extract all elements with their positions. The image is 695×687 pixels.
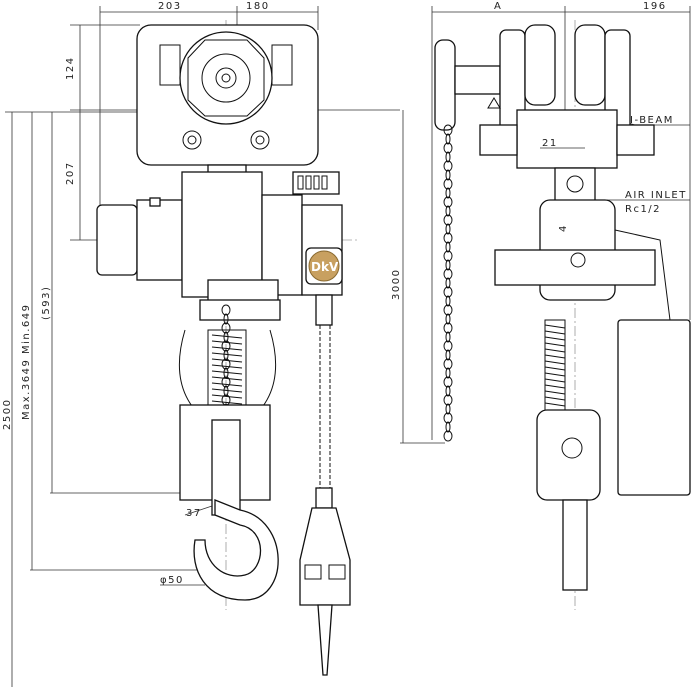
spring-coil bbox=[544, 348, 566, 353]
chain-link bbox=[443, 196, 453, 208]
chain-link bbox=[445, 367, 451, 379]
chain-link bbox=[445, 151, 451, 163]
spring-coil bbox=[544, 324, 566, 329]
dim-3000: 3000 bbox=[391, 269, 402, 300]
spring-coil bbox=[211, 394, 243, 399]
chain-link bbox=[445, 403, 451, 415]
spring-coil bbox=[211, 358, 243, 363]
chain-link bbox=[443, 214, 453, 226]
chain-link bbox=[443, 340, 453, 352]
spring-coil bbox=[211, 370, 243, 375]
i-beam-label: I-BEAM bbox=[630, 115, 674, 126]
dim-124: 124 bbox=[65, 56, 76, 80]
dim-a: A bbox=[494, 1, 502, 12]
spring-coil bbox=[544, 342, 566, 347]
chain-link bbox=[443, 394, 453, 406]
spring-coil bbox=[211, 334, 243, 339]
chain-link bbox=[443, 232, 453, 244]
chain-link bbox=[445, 133, 451, 145]
chain-link bbox=[443, 304, 453, 316]
dimension-labels: 203 180 124 207 2500 Max.3649 Min.649 (5… bbox=[2, 1, 687, 586]
chain-link bbox=[443, 250, 453, 262]
chain-link bbox=[443, 430, 453, 442]
spring-coil bbox=[544, 384, 566, 389]
chain-container bbox=[617, 319, 691, 496]
dim-phi50: φ50 bbox=[160, 575, 184, 586]
chain-link bbox=[445, 205, 451, 217]
spring-coil bbox=[544, 354, 566, 359]
spring-coil bbox=[211, 346, 243, 351]
chain-link bbox=[443, 358, 453, 370]
dim-207: 207 bbox=[65, 161, 76, 185]
chain-link bbox=[445, 349, 451, 361]
chain-link bbox=[221, 358, 231, 370]
chain-link bbox=[445, 331, 451, 343]
dkv-logo: DkV bbox=[305, 247, 343, 285]
spring-coil bbox=[211, 364, 243, 369]
dim-4: 4 bbox=[558, 224, 569, 232]
control-cable bbox=[299, 294, 351, 676]
front-bottom-block bbox=[179, 404, 279, 601]
side-hoist-body bbox=[494, 167, 671, 321]
spring-coil bbox=[211, 388, 243, 393]
dim-196: 196 bbox=[643, 1, 667, 12]
chain-link bbox=[223, 313, 229, 325]
chain-link bbox=[221, 340, 231, 352]
dim-37: 37 bbox=[186, 508, 202, 519]
chain-link bbox=[443, 322, 453, 334]
chain-link bbox=[221, 322, 231, 334]
chain-link bbox=[445, 223, 451, 235]
side-bottom-block bbox=[536, 319, 601, 591]
spring-coil bbox=[544, 366, 566, 371]
dim-593: (593) bbox=[41, 286, 52, 320]
spring-coil bbox=[211, 382, 243, 387]
chain-link bbox=[443, 268, 453, 280]
chain-link bbox=[443, 412, 453, 424]
svg-text:DkV: DkV bbox=[311, 260, 339, 274]
spring-coil bbox=[211, 376, 243, 381]
chain-link bbox=[221, 304, 231, 316]
chain-link bbox=[445, 313, 451, 325]
chain-link bbox=[445, 295, 451, 307]
chain-link bbox=[445, 241, 451, 253]
air-inlet-thread: Rc1/2 bbox=[625, 204, 661, 215]
dim-2500: 2500 bbox=[2, 399, 13, 430]
spring-coil bbox=[544, 390, 566, 395]
spring-coil bbox=[211, 400, 243, 405]
chain-link bbox=[445, 187, 451, 199]
chain-link bbox=[445, 169, 451, 181]
chain-link bbox=[443, 160, 453, 172]
chain-link bbox=[443, 376, 453, 388]
chain-link bbox=[445, 385, 451, 397]
spring-coil bbox=[211, 340, 243, 345]
front-trolley bbox=[136, 24, 319, 166]
air-inlet-label: AIR INLET bbox=[625, 190, 687, 201]
chain-link bbox=[221, 376, 231, 388]
spring-coil bbox=[544, 378, 566, 383]
side-trolley bbox=[434, 24, 655, 442]
spring-coil bbox=[544, 330, 566, 335]
spring-coil bbox=[544, 360, 566, 365]
chain-link bbox=[443, 124, 453, 136]
spring-coil bbox=[544, 402, 566, 407]
dim-headroom: Max.3649 Min.649 bbox=[21, 304, 32, 421]
chain-link bbox=[445, 259, 451, 271]
spring-coil bbox=[544, 336, 566, 341]
spring-coil bbox=[544, 396, 566, 401]
dim-203: 203 bbox=[158, 1, 182, 12]
chain-link bbox=[443, 178, 453, 190]
dim-21: 21 bbox=[542, 138, 558, 149]
chain-link bbox=[445, 277, 451, 289]
dim-180: 180 bbox=[246, 1, 270, 12]
front-hoist-body bbox=[96, 164, 343, 321]
chain-link bbox=[443, 142, 453, 154]
chain-link bbox=[443, 286, 453, 298]
chain-link bbox=[445, 421, 451, 433]
spring-coil bbox=[544, 372, 566, 377]
spring-coil bbox=[211, 352, 243, 357]
